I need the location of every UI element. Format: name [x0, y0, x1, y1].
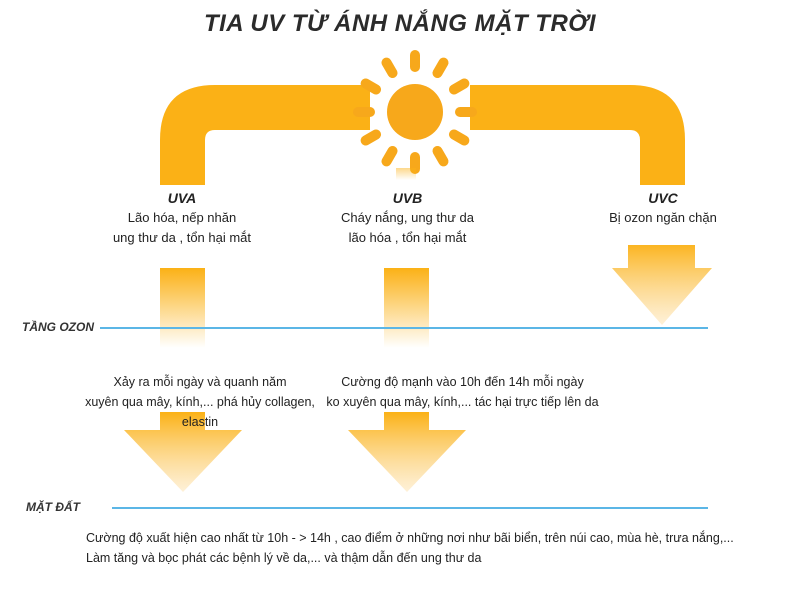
uva-note-line-2: xuyên qua mây, kính,... phá hủy collagen… [85, 395, 315, 429]
uvc-name: UVC [648, 190, 678, 206]
uvb-middle-note: Cường độ mạnh vào 10h đến 14h mỗi ngày k… [320, 372, 605, 412]
uva-effect-2: ung thư da , tổn hại mắt [112, 230, 252, 245]
sun-icon [353, 50, 477, 174]
ground-note: Cường độ xuất hiện cao nhất từ 10h - > 1… [86, 528, 786, 568]
uvc-label: UVC Bị ozon ngăn chặn [578, 188, 748, 228]
uva-label: UVA Lão hóa, nếp nhăn ung thư da , tổn h… [92, 188, 272, 248]
ground-layer-label: MẶT ĐẤT [26, 500, 80, 514]
uva-middle-note: Xảy ra mỗi ngày và quanh năm xuyên qua m… [70, 372, 330, 432]
uvc-pipe [470, 85, 685, 185]
uvb-effect-1: Cháy nắng, ung thư da [340, 210, 475, 225]
uvb-name: UVB [392, 190, 423, 206]
uva-name: UVA [167, 190, 197, 206]
uvb-label: UVB Cháy nắng, ung thư da lão hóa , tổn … [315, 188, 500, 248]
uvc-arrow [612, 245, 712, 325]
uva-effect-1: Lão hóa, nếp nhăn [127, 210, 237, 225]
uvb-effect-2: lão hóa , tổn hại mắt [348, 230, 467, 245]
uvb-note-line-2: ko xuyên qua mây, kính,... tác hại trực … [326, 395, 599, 409]
uvb-stream-top [396, 168, 416, 180]
uva-arrow [124, 412, 242, 492]
uvb-stream-upper [384, 268, 429, 348]
uva-stream-upper [160, 268, 205, 348]
uvc-effect-1: Bị ozon ngăn chặn [609, 210, 717, 225]
ground-note-line-2: Làm tăng và bọc phát các bệnh lý về da,.… [86, 551, 482, 565]
ozone-layer-label: TẦNG OZON [22, 320, 94, 334]
diagram-title: TIA UV TỪ ÁNH NẮNG MẶT TRỜI [203, 10, 597, 37]
ground-note-line-1: Cường độ xuất hiện cao nhất từ 10h - > 1… [86, 531, 734, 545]
uvb-arrow [348, 412, 466, 492]
uva-note-line-1: Xảy ra mỗi ngày và quanh năm [113, 375, 287, 389]
uva-pipe [160, 85, 370, 185]
uvb-note-line-1: Cường độ mạnh vào 10h đến 14h mỗi ngày [341, 375, 584, 389]
